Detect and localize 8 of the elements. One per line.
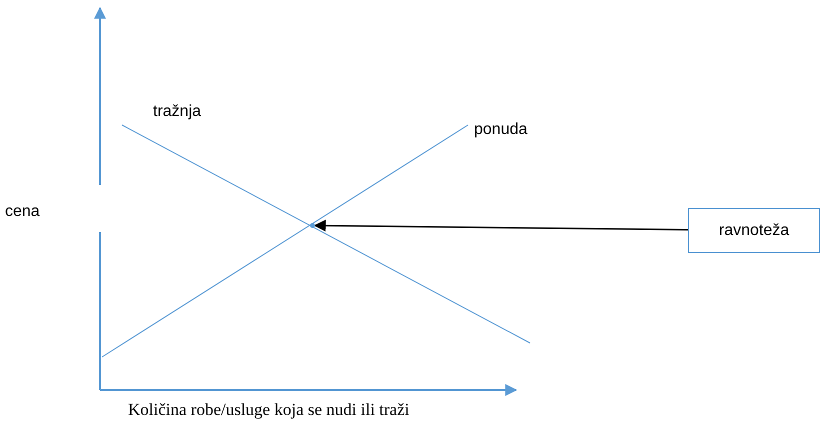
axis-title: Količina robe/usluge koja se nudi ili traži [128,400,410,420]
arrow [314,220,688,232]
intersection-point [310,223,315,228]
axis-title: cena [5,203,40,221]
curve-label: tražnja [153,103,202,121]
label-box [688,208,820,253]
curve-label: ponuda [474,121,528,139]
node-text: ravnoteža [718,222,790,240]
